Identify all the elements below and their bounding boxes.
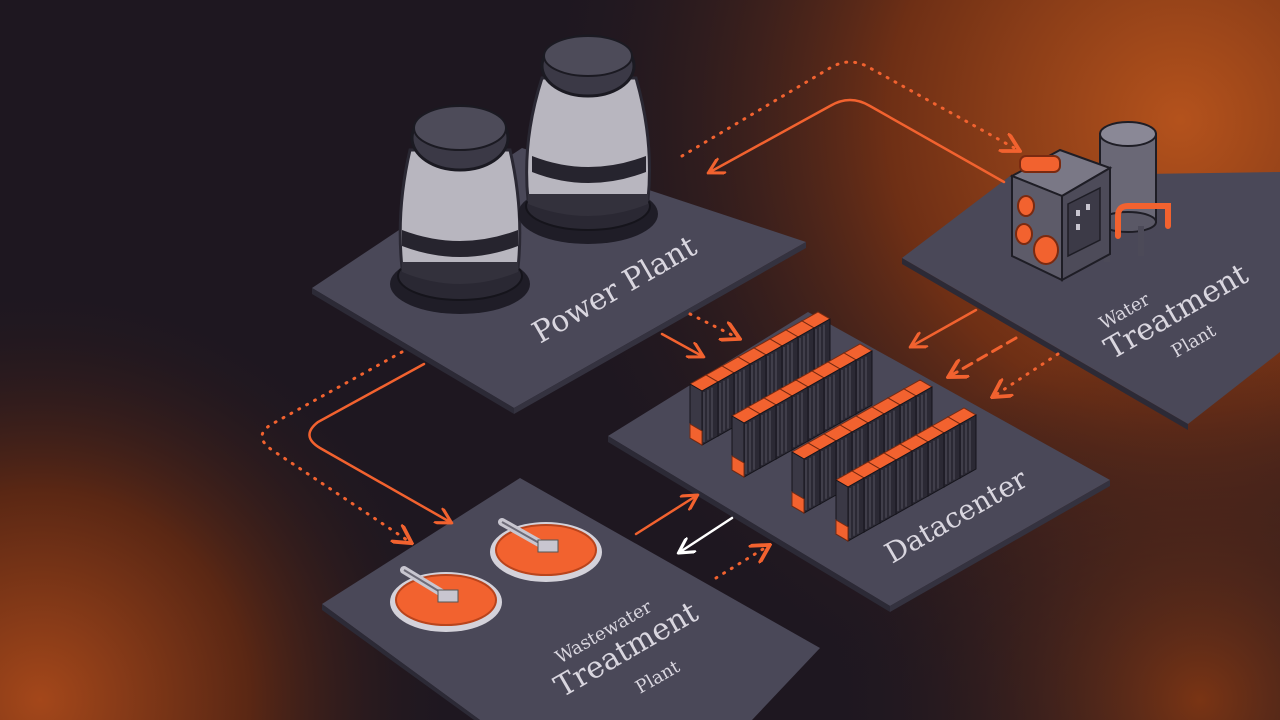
arrow-water-to-power-solid: [710, 98, 1006, 184]
arrow-wastewater-to-datacenter-solid: [634, 496, 696, 536]
rack-end-cap: [791, 491, 805, 514]
cooling-tower-left: [390, 104, 530, 314]
clarifier-tank-left: [390, 566, 502, 632]
arrow-datacenter-to-wastewater-white: [680, 516, 734, 552]
server-rack-row: [834, 407, 978, 542]
arrow-power-to-datacenter-dotted: [688, 312, 738, 338]
arrow-water-to-datacenter-dotted: [994, 352, 1060, 396]
server-rack-row: [730, 343, 874, 478]
platform-wastewater-treatment: [322, 478, 820, 720]
server-racks: [688, 311, 978, 542]
clarifier-tank-right: [490, 518, 602, 582]
arrow-water-to-datacenter-dashed: [950, 336, 1018, 376]
cooling-tower-right: [518, 34, 658, 244]
flow-arrows: [260, 60, 1060, 580]
platform-water-treatment: [902, 172, 1280, 430]
water-treatment-equipment: [1009, 121, 1171, 282]
rack-end-cap: [835, 519, 849, 542]
arrow-wastewater-to-datacenter-dotted: [714, 546, 768, 580]
rack-end-cap: [731, 455, 745, 478]
arrow-water-to-datacenter-solid: [912, 308, 978, 346]
arrow-power-to-wastewater-solid: [308, 362, 450, 522]
arrow-power-to-water-dotted: [680, 60, 1018, 158]
rack-end-cap: [689, 423, 703, 446]
arrow-power-to-datacenter-solid: [660, 332, 702, 356]
